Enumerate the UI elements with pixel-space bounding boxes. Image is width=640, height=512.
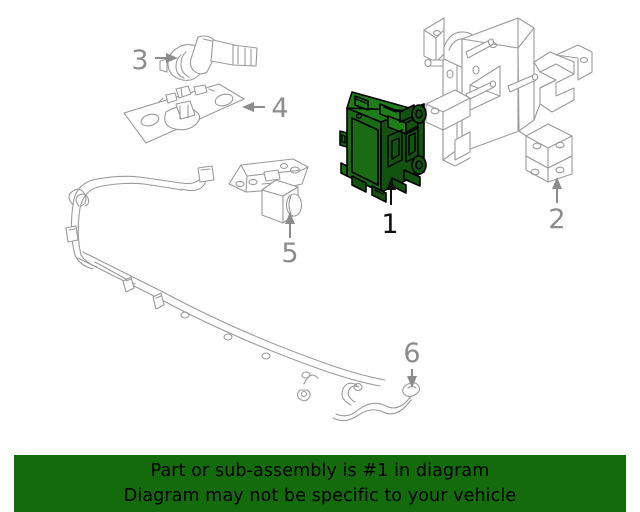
callout-4-number: 4 <box>271 93 288 124</box>
part-sensor-retainer-plate <box>123 83 245 144</box>
part-camera-module <box>228 158 309 224</box>
part-wiring-harness <box>65 165 421 422</box>
callout-4: 4 <box>242 93 289 124</box>
part-mounting-bracket <box>423 17 593 183</box>
callout-2-number: 2 <box>548 204 565 235</box>
callout-6: 6 <box>403 338 421 388</box>
part-parking-sensor <box>159 35 258 82</box>
callout-5: 5 <box>281 212 299 269</box>
callout-3-number: 3 <box>131 45 148 76</box>
notice-banner: Part or sub-assembly is #1 in diagram Di… <box>14 455 626 512</box>
callout-5-number: 5 <box>281 238 298 269</box>
callout-1-number: 1 <box>381 209 398 240</box>
notice-banner-line-1: Part or sub-assembly is #1 in diagram <box>150 460 490 481</box>
callout-3: 3 <box>131 45 178 76</box>
callout-2: 2 <box>548 177 566 235</box>
part-control-module-ecu <box>339 91 427 203</box>
notice-banner-line-2: Diagram may not be specific to your vehi… <box>123 485 517 506</box>
parts-diagram-svg: 1 2 3 4 5 6 <box>65 17 593 422</box>
callout-1: 1 <box>381 178 399 240</box>
callout-6-number: 6 <box>403 338 420 369</box>
